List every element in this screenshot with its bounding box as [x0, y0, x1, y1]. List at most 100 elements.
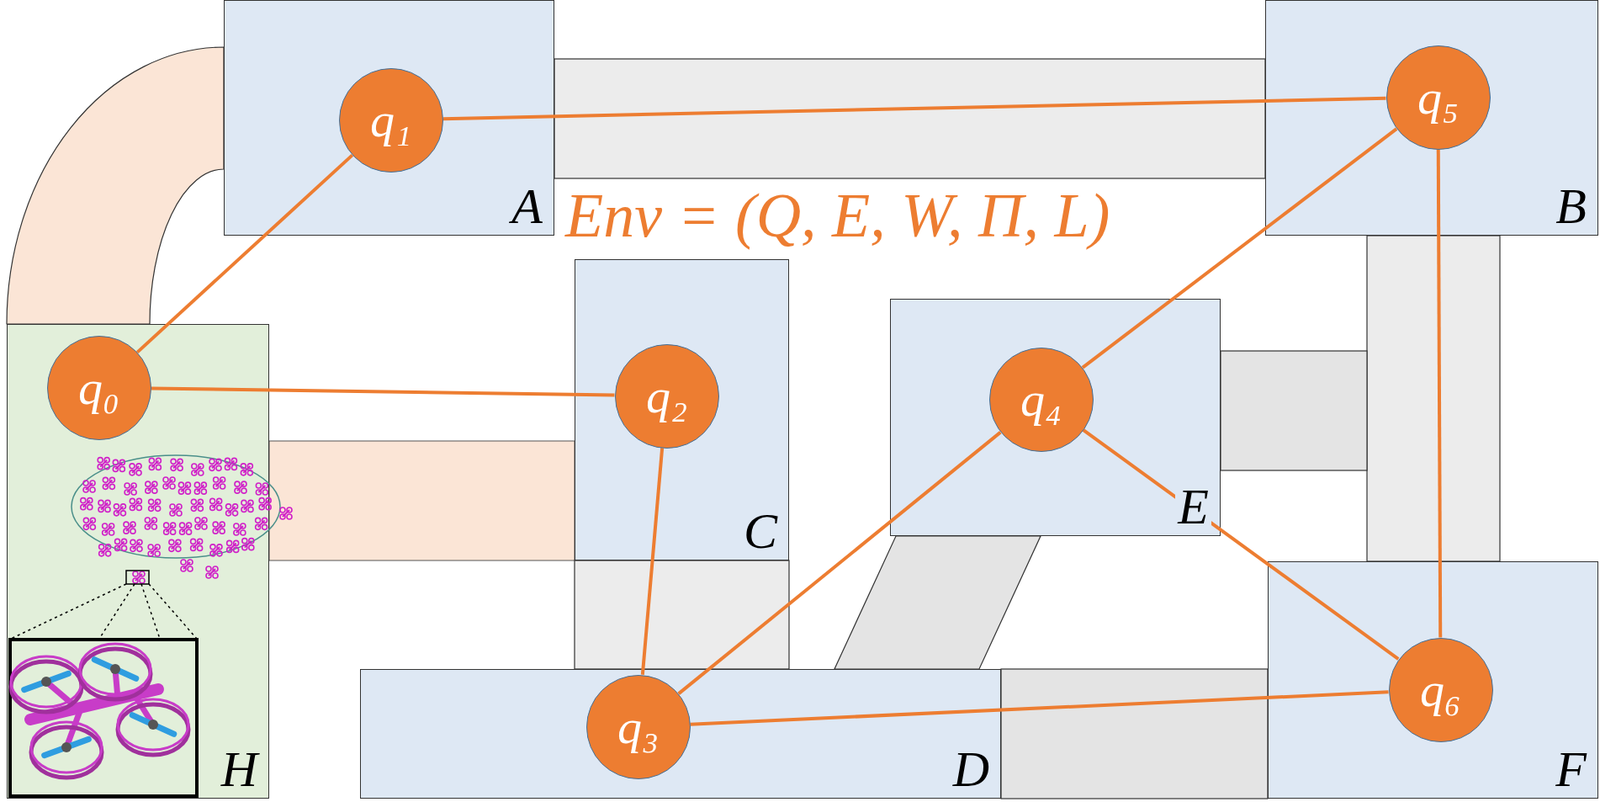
swarm-drones	[80, 457, 292, 583]
drone-rotor-mark	[148, 498, 154, 504]
region-label-holder: F	[1552, 743, 1590, 795]
drone-body-mark	[101, 546, 109, 554]
drone-body-mark	[261, 500, 269, 508]
drone-marker	[191, 463, 204, 476]
drone-rotor	[117, 699, 189, 755]
region-label-holder: B	[1552, 180, 1590, 232]
drone-marker	[102, 476, 115, 489]
drone-rotor-mark	[206, 566, 212, 572]
drone-body-mark	[183, 561, 191, 569]
drone-rotor-mark	[170, 529, 176, 535]
drone-body-mark	[117, 540, 125, 548]
drone-marker	[144, 517, 157, 530]
drone-body-mark	[132, 541, 140, 549]
drone-body-mark	[148, 483, 155, 491]
drone-body-mark	[236, 525, 244, 533]
rotor-guard	[10, 661, 82, 712]
drone-body-mark	[115, 461, 122, 469]
drone-marker	[180, 559, 193, 572]
drone-body-mark	[193, 501, 201, 509]
drone-marker	[226, 503, 239, 516]
state-circle: q₄	[989, 347, 1094, 452]
drone-rotor-mark	[154, 550, 160, 557]
state-circle: q₁	[339, 68, 444, 173]
drone-body-mark	[132, 466, 139, 473]
drone-rotor-mark	[129, 463, 135, 469]
drone-marker	[234, 481, 247, 493]
drone-body-mark	[212, 500, 220, 508]
transition-line	[678, 432, 1002, 695]
drone-marker	[132, 571, 145, 583]
zoom-leader	[148, 583, 197, 639]
drone-body-mark	[100, 502, 108, 509]
drone-rotor-mark	[109, 483, 115, 489]
drone-marker	[83, 517, 96, 530]
drone-rotor-mark	[210, 544, 216, 550]
region-label: B	[1552, 180, 1590, 232]
drone-body-mark	[182, 524, 190, 532]
drone-body-mark	[194, 466, 202, 473]
drone-figure	[10, 643, 189, 778]
corridor	[554, 58, 1266, 179]
drone-marker	[123, 521, 136, 534]
state-circle: q₂	[614, 344, 720, 449]
drone-rotor-mark	[219, 528, 225, 534]
zoom-marker	[126, 570, 149, 584]
rotor-guard	[117, 699, 189, 750]
drone-body-mark	[172, 506, 180, 514]
drone-rotor-mark	[191, 463, 197, 469]
drone-rotor-mark	[186, 529, 192, 535]
drone-marker	[129, 498, 142, 510]
drone-rotor-mark	[197, 505, 203, 511]
drone-rotor-mark	[124, 482, 130, 488]
state-label: q₅	[1417, 73, 1459, 122]
drone-rotor-mark	[213, 476, 219, 483]
drone-rotor-mark	[83, 480, 89, 486]
drone-body-mark	[171, 541, 179, 549]
drone-rotor-mark	[105, 550, 112, 557]
drone-rotor-mark	[262, 524, 268, 530]
drone-rotor-mark	[169, 503, 175, 509]
drone-rotor-mark	[102, 523, 108, 529]
drone-rotor-mark	[195, 517, 201, 523]
drone-rotor-mark	[175, 545, 181, 551]
state-circle: q₆	[1388, 637, 1494, 742]
drone-marker	[255, 517, 268, 530]
drone-rotor-mark	[265, 504, 271, 510]
drone-body-mark	[208, 568, 216, 576]
drone-rotor-mark	[155, 505, 161, 511]
drone-marker	[148, 457, 161, 470]
corridor	[1001, 668, 1268, 799]
drone-marker	[190, 498, 203, 511]
drone-rotor-mark	[249, 545, 255, 551]
drone-body-mark	[166, 524, 174, 532]
transition-line	[1438, 148, 1441, 637]
drone-body-mark	[237, 483, 244, 491]
drone-rotor-mark	[113, 503, 119, 509]
drone-marker	[210, 544, 223, 557]
drone-marker	[241, 499, 254, 512]
drone-body-mark	[116, 506, 123, 514]
region-label-holder: H	[218, 743, 260, 795]
drone-body-mark	[258, 519, 265, 527]
drone-marker	[124, 482, 137, 495]
drone-rotor-mark	[209, 458, 215, 464]
drone-rotor-mark	[121, 545, 128, 551]
drone-rotor-mark	[178, 482, 184, 488]
rotor-guard	[31, 726, 102, 778]
rotor-guard	[31, 721, 102, 773]
drone-body-mark	[135, 573, 143, 581]
drone-rotor-mark	[104, 464, 110, 470]
drone-rotor-mark	[163, 476, 169, 483]
drone-rotor-mark	[115, 538, 121, 544]
drone-marker	[194, 482, 207, 494]
drone-body-mark	[132, 500, 139, 508]
region-label: D	[950, 743, 992, 795]
drone-rotor-mark	[198, 470, 204, 476]
drone-rotor-mark	[136, 504, 142, 510]
drone-rotor-mark	[136, 470, 142, 476]
corridor	[834, 535, 1041, 669]
drone-marker	[227, 540, 239, 552]
drone-marker	[178, 482, 191, 494]
rotor-hub	[41, 676, 52, 687]
